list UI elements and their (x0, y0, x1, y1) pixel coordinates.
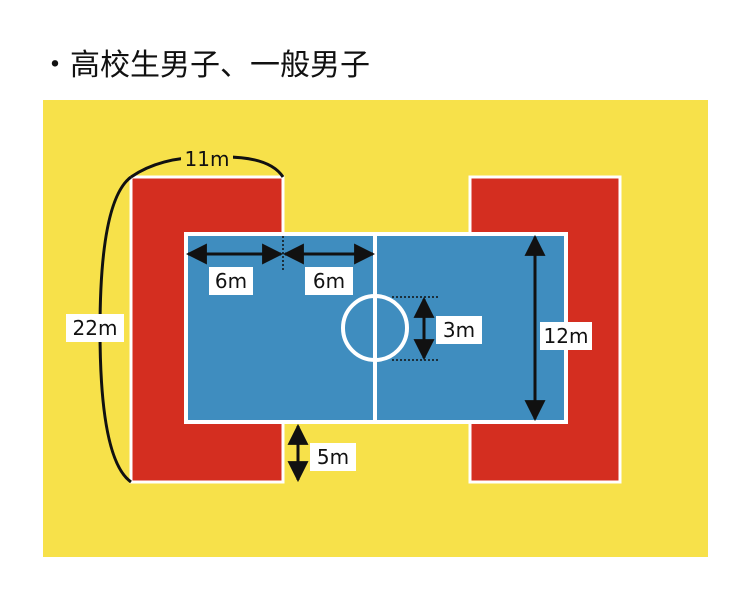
label-11m: 11m (185, 147, 230, 171)
label-6m-a: 6m (215, 269, 247, 293)
label-box-22m (66, 314, 124, 342)
label-12m: 12m (544, 324, 589, 348)
label-5m: 5m (317, 445, 349, 469)
label-box-11m (181, 145, 233, 171)
label-box-6m-b (305, 267, 353, 295)
label-box-6m-a (209, 267, 253, 295)
page-title: ・高校生男子、一般男子 (40, 48, 370, 83)
label-3m: 3m (443, 318, 475, 342)
label-22m: 22m (73, 316, 118, 340)
label-6m-b: 6m (313, 269, 345, 293)
label-box-12m (540, 322, 592, 350)
label-box-5m (310, 443, 356, 471)
center-circle (341, 294, 409, 362)
label-box-3m (436, 316, 482, 344)
